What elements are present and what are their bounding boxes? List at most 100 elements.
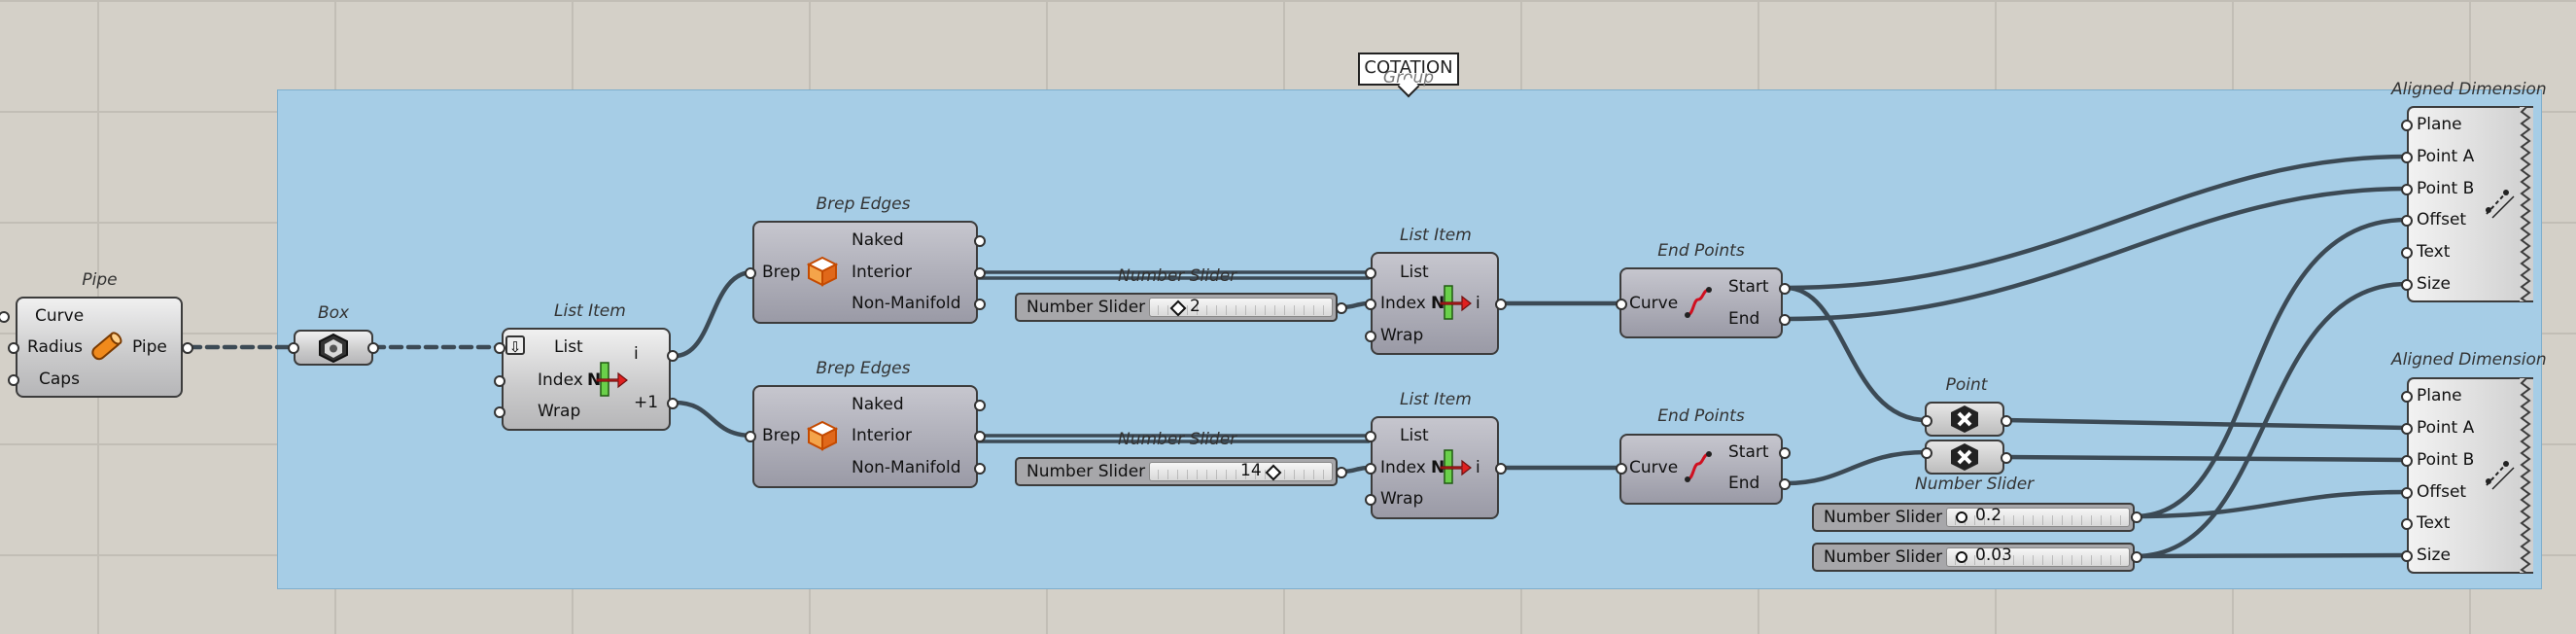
aligned-dimension-1-input-point-b: Point B [2417,179,2475,198]
slider-index-1[interactable]: Number Slider [1015,293,1338,322]
brep-edges-2-input-brep: Brep [762,426,801,445]
aligned-dimension-2-point-a-port[interactable] [2401,423,2413,435]
list-item-1-i-port[interactable] [1495,299,1507,310]
point-1-input-port[interactable] [1921,415,1932,427]
list-item-main-output-i: i [634,344,639,364]
slider-index-2-value: 14 [1240,461,1262,480]
download-arrow-icon: ⇩ [505,335,525,356]
group-name: COTATION [1364,57,1453,78]
end-points-2-end-port[interactable] [1779,478,1791,490]
slider-index-1-output-port[interactable] [1336,302,1347,314]
slider-dim-1-knob[interactable] [1956,511,1967,523]
dimension-icon [2486,190,2515,219]
brep-edges-1-naked-port[interactable] [974,235,986,247]
brep-edges-2-brep-port[interactable] [745,431,756,442]
brep-edges-2-component[interactable] [752,385,978,488]
point-2-output-port[interactable] [2001,452,2012,464]
list-item-1-title: List Item [1400,226,1472,245]
brep-edges-1-output-naked: Naked [852,230,904,250]
slider-index-2-rail[interactable] [1149,462,1333,481]
aligned-dimension-1-point-a-port[interactable] [2401,152,2413,163]
brep-edges-1-input-brep: Brep [762,263,801,282]
list-item-1-component[interactable] [1371,252,1499,355]
end-points-2-start-port[interactable] [1779,447,1791,459]
pipe-caps-port[interactable] [8,374,19,386]
slider-dim-2-knob[interactable] [1956,551,1967,563]
list-item-main-index-port[interactable] [494,375,505,387]
brep-edges-2-output-non-manifold: Non-Manifold [852,458,961,477]
slider-index-2-output-port[interactable] [1336,467,1347,478]
list-item-2-wrap-port[interactable] [1365,494,1376,506]
aligned-dimension-2-size-port[interactable] [2401,550,2413,562]
aligned-dimension-1-offset-port[interactable] [2401,215,2413,227]
list-item-2-title: List Item [1400,390,1472,409]
brep-edges-1-output-non-manifold: Non-Manifold [852,294,961,313]
list-item-main-output-plus1: +1 [634,393,659,412]
list-item-main-i-port[interactable] [667,350,679,362]
slider-index-2-title: Number Slider [1118,430,1237,449]
aligned-dimension-2-offset-port[interactable] [2401,487,2413,499]
end-points-1-output-start: Start [1728,277,1769,297]
pipe-radius-port[interactable] [8,342,19,354]
slider-dim-1-rail[interactable] [1946,508,2130,527]
list-item-2-list-port[interactable] [1365,431,1376,442]
point-2-input-port[interactable] [1921,447,1932,459]
brep-edges-1-interior-port[interactable] [974,267,986,279]
list-item-main-plus1-port[interactable] [667,398,679,409]
aligned-dimension-1-point-b-port[interactable] [2401,184,2413,195]
point-x-icon [1951,443,1978,471]
group-name-tag[interactable]: Group COTATION [1358,53,1459,98]
aligned-dimension-2-plane-port[interactable] [2401,391,2413,403]
brep-cube-icon [807,256,838,287]
end-points-2-curve-port[interactable] [1616,463,1627,475]
list-item-main-wrap-port[interactable] [494,406,505,418]
brep-edges-1-non-manifold-port[interactable] [974,299,986,310]
brep-edges-2-non-manifold-port[interactable] [974,463,986,475]
point-1-output-port[interactable] [2001,415,2012,427]
slider-dim-2-output-port[interactable] [2131,551,2142,563]
list-item-2-i-port[interactable] [1495,463,1507,475]
list-item-2-index-port[interactable] [1365,463,1376,475]
pipe-curve-port[interactable] [0,311,10,323]
aligned-dimension-1-plane-port[interactable] [2401,120,2413,131]
brep-edges-2-interior-port[interactable] [974,431,986,442]
pipe-output-port[interactable] [182,342,193,354]
aligned-dimension-2-title: Aligned Dimension [2391,350,2547,370]
pipe-title: Pipe [82,270,118,290]
slider-dim-2-rail[interactable] [1946,547,2130,567]
list-item-1-list-port[interactable] [1365,267,1376,279]
box-input-port[interactable] [288,342,299,354]
brep-edges-1-component[interactable] [752,221,978,324]
end-points-1-output-end: End [1728,309,1760,329]
end-points-2-component[interactable] [1619,434,1783,505]
slider-dim-1[interactable]: Number Slider [1812,503,2135,532]
end-points-2-input-curve: Curve [1629,458,1679,477]
end-points-1-curve-port[interactable] [1616,299,1627,310]
list-item-main-list-port[interactable] [494,342,505,354]
brep-edges-2-naked-port[interactable] [974,400,986,411]
slider-dim-2[interactable]: Number Slider [1812,543,2135,572]
box-output-port[interactable] [367,342,379,354]
list-item-main-component[interactable] [502,328,671,431]
aligned-dimension-1-input-text: Text [2417,242,2451,262]
torn-edge [2520,377,2531,574]
aligned-dimension-1-text-port[interactable] [2401,247,2413,259]
slider-dim-1-output-port[interactable] [2131,511,2142,523]
list-item-2-input-wrap: Wrap [1380,489,1424,509]
list-item-icon [1440,285,1472,320]
list-item-1-wrap-port[interactable] [1365,331,1376,342]
slider-index-1-rail[interactable] [1149,298,1333,317]
slider-index-2[interactable]: Number Slider [1015,457,1338,486]
torn-edge [2520,106,2531,302]
list-item-1-index-port[interactable] [1365,299,1376,310]
end-points-1-input-curve: Curve [1629,294,1679,313]
end-points-1-start-port[interactable] [1779,283,1791,295]
aligned-dimension-1-size-port[interactable] [2401,279,2413,291]
aligned-dimension-2-point-b-port[interactable] [2401,455,2413,467]
brep-edges-1-brep-port[interactable] [745,267,756,279]
list-item-2-input-index: Index [1380,458,1426,477]
end-points-1-end-port[interactable] [1779,314,1791,326]
aligned-dimension-2-input-offset: Offset [2417,482,2467,502]
curve-endpoints-icon [1685,287,1712,318]
aligned-dimension-2-text-port[interactable] [2401,518,2413,530]
